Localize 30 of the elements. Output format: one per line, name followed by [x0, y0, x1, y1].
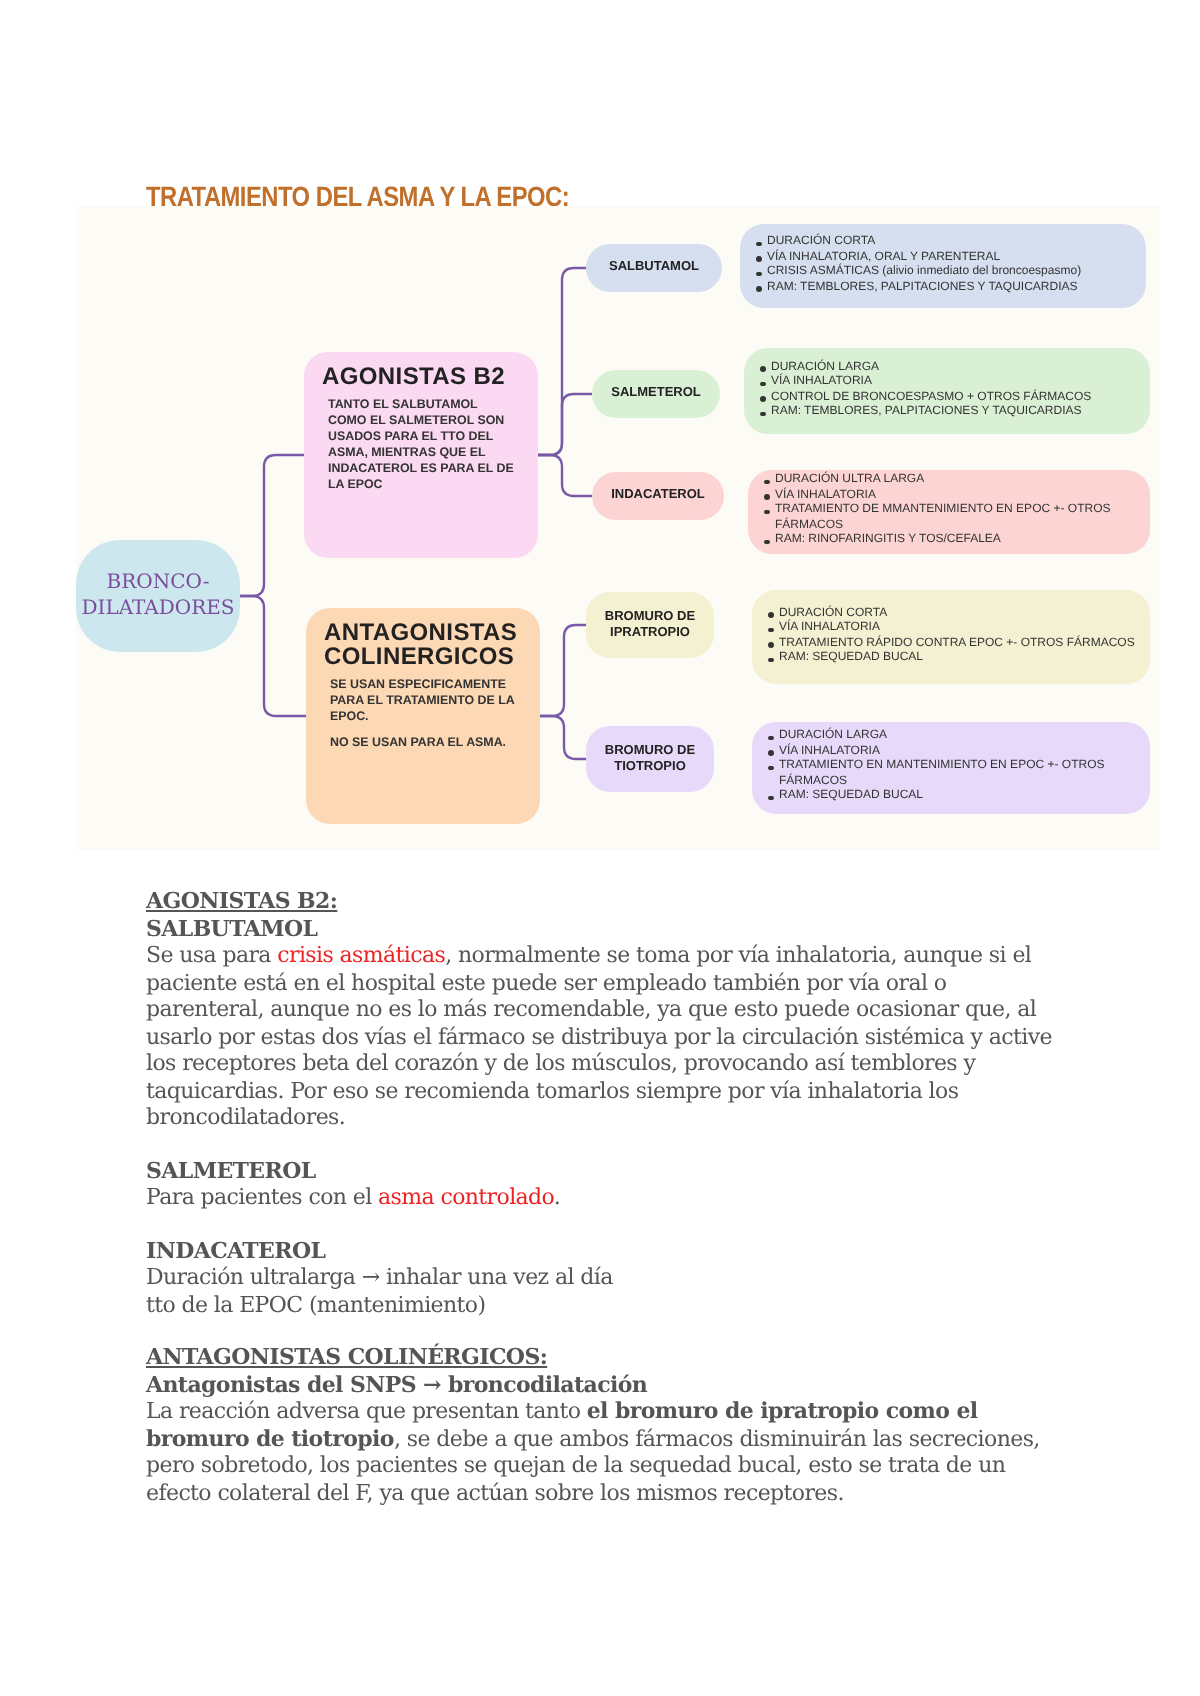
category-box [306, 608, 540, 824]
detail-box [744, 348, 1150, 434]
body-text: Duración ultralarga → inhalar una vez al día [146, 1264, 615, 1291]
body-text: La reacción adversa que presentan tanto el bromuro de ipratropio como el bromuro de tiotropio, se debe a que ambos fármacos disminuirán las secreciones, pero sobretodo, los pacientes se quejan de la sequedad bucal, esto se trata de un efecto colateral del F, ya que actúan sobre los mismos receptores. [146, 1398, 1042, 1506]
section-heading: SALBUTAMOL [146, 915, 320, 942]
section-heading: ANTAGONISTAS COLINÉRGICOS: [146, 1344, 550, 1371]
body-text: tto de la EPOC (mantenimiento) [146, 1291, 488, 1318]
section-heading: SALMETEROL [146, 1157, 318, 1184]
node-label: BRONCO- DILATADORES [80, 570, 236, 622]
section-heading: AGONISTAS B2: [146, 888, 340, 915]
detail-box [740, 224, 1146, 308]
detail-box [748, 470, 1150, 554]
connector-line [240, 594, 306, 718]
drug-box [592, 472, 724, 520]
category-box [304, 352, 538, 558]
body-text: Se usa para crisis asmáticas, normalmente se toma por vía inhalatoria, aunque si el paciente está en el hospital este puede ser empleado también por vía oral o parenteral, aunque no es lo más recomendable, ya que esto puede ocasionar que, al usarlo por estas dos vías el fármaco se distribuya por la circulación sistémica y active los receptores beta del corazón y de los músculos, provocando así temblores y taquicardias. Por eso se recomienda tomarlos siempre por vía inhalatoria los broncodilatadores. [146, 942, 1054, 1131]
drug-box [586, 592, 714, 658]
section-heading: Antagonistas del SNPS → broncodilatación [146, 1371, 650, 1398]
detail-box [752, 722, 1150, 814]
diagram-title: TRATAMIENTO DEL ASMA Y LA EPOC: [146, 178, 570, 216]
root-bubble [76, 540, 240, 652]
drug-box [586, 726, 714, 792]
category-heading: AGONISTAS B2 [322, 364, 508, 388]
connector-line [538, 453, 592, 498]
drug-box [592, 370, 720, 418]
drug-box [586, 244, 722, 292]
category-heading: ANTAGONISTAS COLINERGICOS [324, 620, 520, 668]
body-text: Para pacientes con el asma controlado. [146, 1184, 563, 1211]
detail-box [752, 590, 1150, 684]
section-heading: INDACATEROL [146, 1237, 328, 1264]
